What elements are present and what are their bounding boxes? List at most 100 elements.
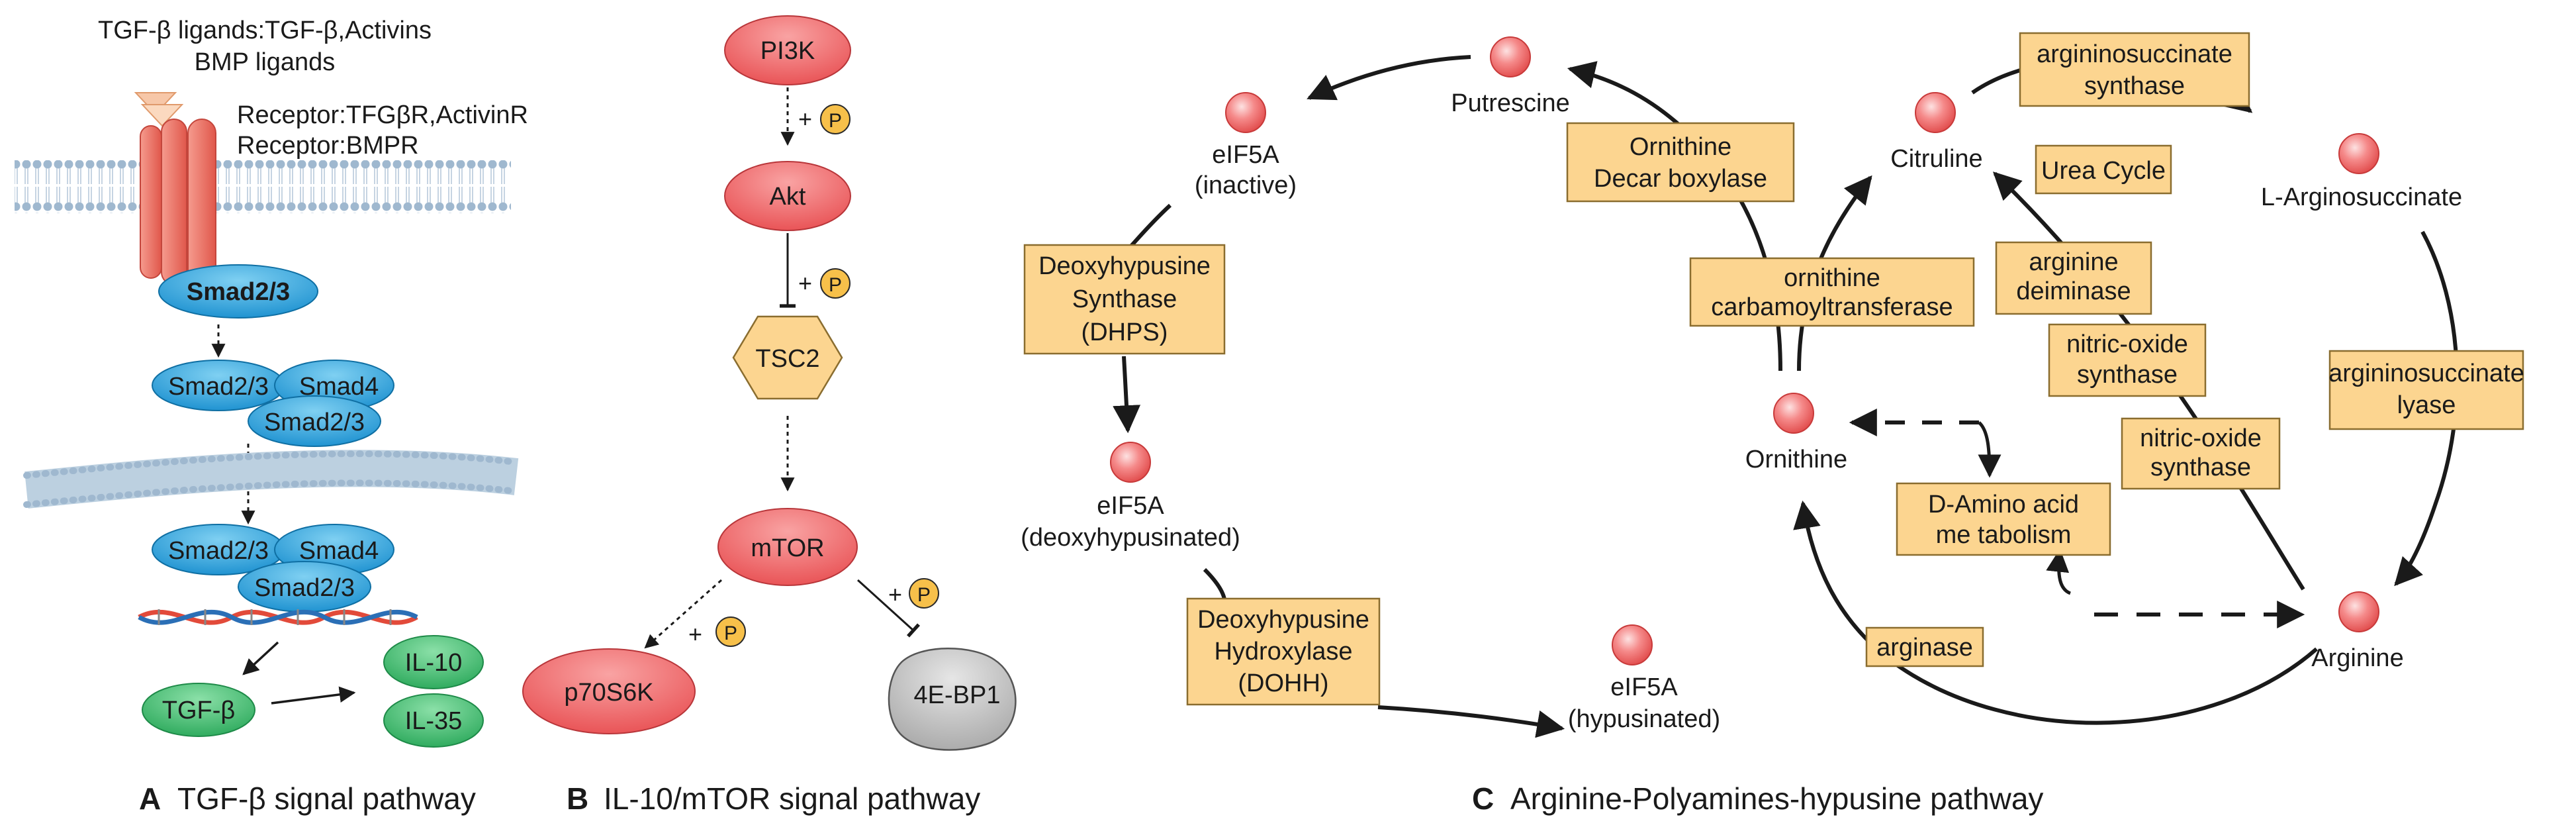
dohh-line2: Hydroxylase (1214, 638, 1352, 665)
arrow-putrescine-to-eif5a (1307, 55, 1471, 101)
damino-box (1896, 482, 2111, 556)
nos2-line2: synthase (2150, 454, 2251, 481)
phospho-label-2: P (829, 274, 842, 296)
ass-box (2019, 32, 2250, 107)
phospho-icon (820, 104, 851, 134)
mtor-label: mTOR (751, 534, 824, 562)
tgfb-node (142, 683, 255, 737)
ornithine-label: Ornithine (1745, 446, 1847, 473)
panel-c-arginine-pathway: Putrescine eIF5A (inactive) Deoxyhypusin… (1021, 32, 2524, 816)
nos1-line1: nitric-oxide (2066, 330, 2188, 358)
smad23-node (158, 264, 318, 319)
complex1-smad23b-label: Smad2/3 (264, 409, 365, 436)
putrescine-label: Putrescine (1451, 89, 1570, 117)
panel-b-caption: IL-10/mTOR signal pathway (604, 781, 980, 816)
panel-a-letter: A (139, 781, 161, 816)
il10-label: IL-10 (405, 649, 463, 677)
eif5a-deoxy-line2: (deoxyhypusinated) (1021, 524, 1240, 552)
complex1-smad4-label: Smad4 (299, 373, 379, 401)
citruline-label: Citruline (1890, 145, 1982, 173)
citruline-node (1915, 92, 1956, 133)
dohh-line1: Deoxyhypusine (1197, 606, 1369, 634)
pi3k-node (724, 15, 851, 85)
arrow-mtor-to-p70s6k (644, 579, 722, 649)
eif5a-inactive-line1: eIF5A (1212, 141, 1279, 169)
arrow-to-damino (1978, 421, 2001, 478)
curve-deoxy-to-dohh (1203, 567, 1226, 600)
arrow-from-damino (2046, 548, 2072, 595)
arginase-box (1865, 626, 1984, 667)
p70s6k-node (522, 648, 696, 734)
phospho-icon (909, 578, 939, 609)
dhps-line3: (DHPS) (1081, 319, 1168, 346)
arginine-deiminase-box (1995, 241, 2152, 315)
pi3k-label: PI3K (760, 37, 815, 65)
mtor-node (717, 508, 858, 586)
tgfb-label: TGF-β (162, 697, 236, 724)
plus-4: + (888, 581, 902, 608)
complex1-smad23-label: Smad2/3 (168, 373, 269, 401)
l-argsucc-node (2338, 133, 2379, 174)
nos1-line2: synthase (2077, 361, 2178, 389)
dhps-line2: Synthase (1072, 285, 1177, 313)
arrow-to-tgfb (242, 641, 279, 675)
il35-label: IL-35 (405, 707, 463, 735)
phospho-label-4: P (917, 584, 931, 606)
complex2-smad23-label: Smad2/3 (168, 537, 269, 565)
ornithine-node (1773, 393, 1814, 434)
tsc2-label: TSC2 (755, 345, 819, 373)
panel-b-letter: B (567, 781, 588, 816)
smad-complex-cytoplasm: Smad2/3 Smad4 Smad2/3 (152, 360, 394, 447)
damino-line2: me tabolism (1936, 521, 2072, 549)
panel-a-tgf-beta-pathway: TGF-β ligands:TGF-β,Activins BMP ligands… (15, 17, 528, 816)
dohh-box (1186, 597, 1381, 706)
arginase-label: arginase (1876, 634, 1973, 662)
asl-line1: argininosuccinate (2328, 360, 2524, 387)
eif5a-inactive-node (1225, 92, 1266, 133)
ligand-icon (134, 92, 184, 127)
otc-box (1689, 257, 1975, 327)
l-argsucc-label: L-Arginosuccinate (2261, 183, 2462, 211)
asl-box (2328, 350, 2524, 430)
ligands-label-line2: BMP ligands (195, 48, 336, 76)
odc-line1: Ornithine (1630, 133, 1731, 161)
cell-membrane-upper (15, 160, 511, 213)
dna-icon (138, 609, 418, 625)
panel-c-letter: C (1472, 781, 1494, 816)
phospho-label-3: P (724, 622, 737, 644)
4ebp1-node (888, 648, 1017, 751)
phospho-label-1: P (829, 110, 842, 132)
damino-line1: D-Amino acid (1928, 491, 2079, 518)
urea-cycle-box (2035, 144, 2172, 195)
inhibit-mtor-4ebp1 (856, 579, 921, 638)
arginine-deiminase-line2: deiminase (2016, 277, 2131, 305)
nos2-line1: nitric-oxide (2140, 424, 2262, 452)
eif5a-deoxy-node (1110, 442, 1151, 483)
odc-line2: Decar boxylase (1594, 165, 1767, 193)
smad-complex-nucleus: Smad2/3 Smad4 Smad2/3 (152, 524, 394, 613)
arrow-dhps-to-deoxy (1113, 356, 1141, 434)
eif5a-hyp-line1: eIF5A (1610, 673, 1678, 701)
plus-2: + (798, 270, 812, 297)
tsc2-node (732, 315, 843, 400)
arrow-argsucc-to-arginine (2394, 230, 2460, 587)
smad23-label: Smad2/3 (187, 278, 290, 306)
otc-line2: carbamoyltransferase (1711, 293, 1953, 321)
dhps-line1: Deoxyhypusine (1038, 252, 1211, 280)
akt-node (724, 161, 851, 231)
receptor-icon (140, 119, 216, 285)
arginine-deiminase-line1: arginine (2029, 248, 2118, 276)
ligands-label-line1: TGF-β ligands:TGF-β,Activins (98, 17, 432, 44)
receptor-label-line2: Receptor:BMPR (237, 132, 419, 160)
plus-1: + (798, 105, 812, 132)
panel-a-caption: TGF-β signal pathway (177, 781, 476, 816)
arginine-node (2338, 591, 2379, 632)
arrow-dohh-to-hypusinated (1377, 705, 1565, 738)
panel-c-caption: Arginine-Polyamines-hypusine pathway (1510, 781, 2043, 816)
ass-line1: argininosuccinate (2037, 40, 2232, 68)
dohh-line3: (DOHH) (1238, 669, 1328, 697)
receptor-label-line1: Receptor:TFGβR,ActivinR (237, 101, 528, 129)
nos2-box (2121, 417, 2281, 490)
eif5a-deoxy-line1: eIF5A (1097, 492, 1164, 520)
